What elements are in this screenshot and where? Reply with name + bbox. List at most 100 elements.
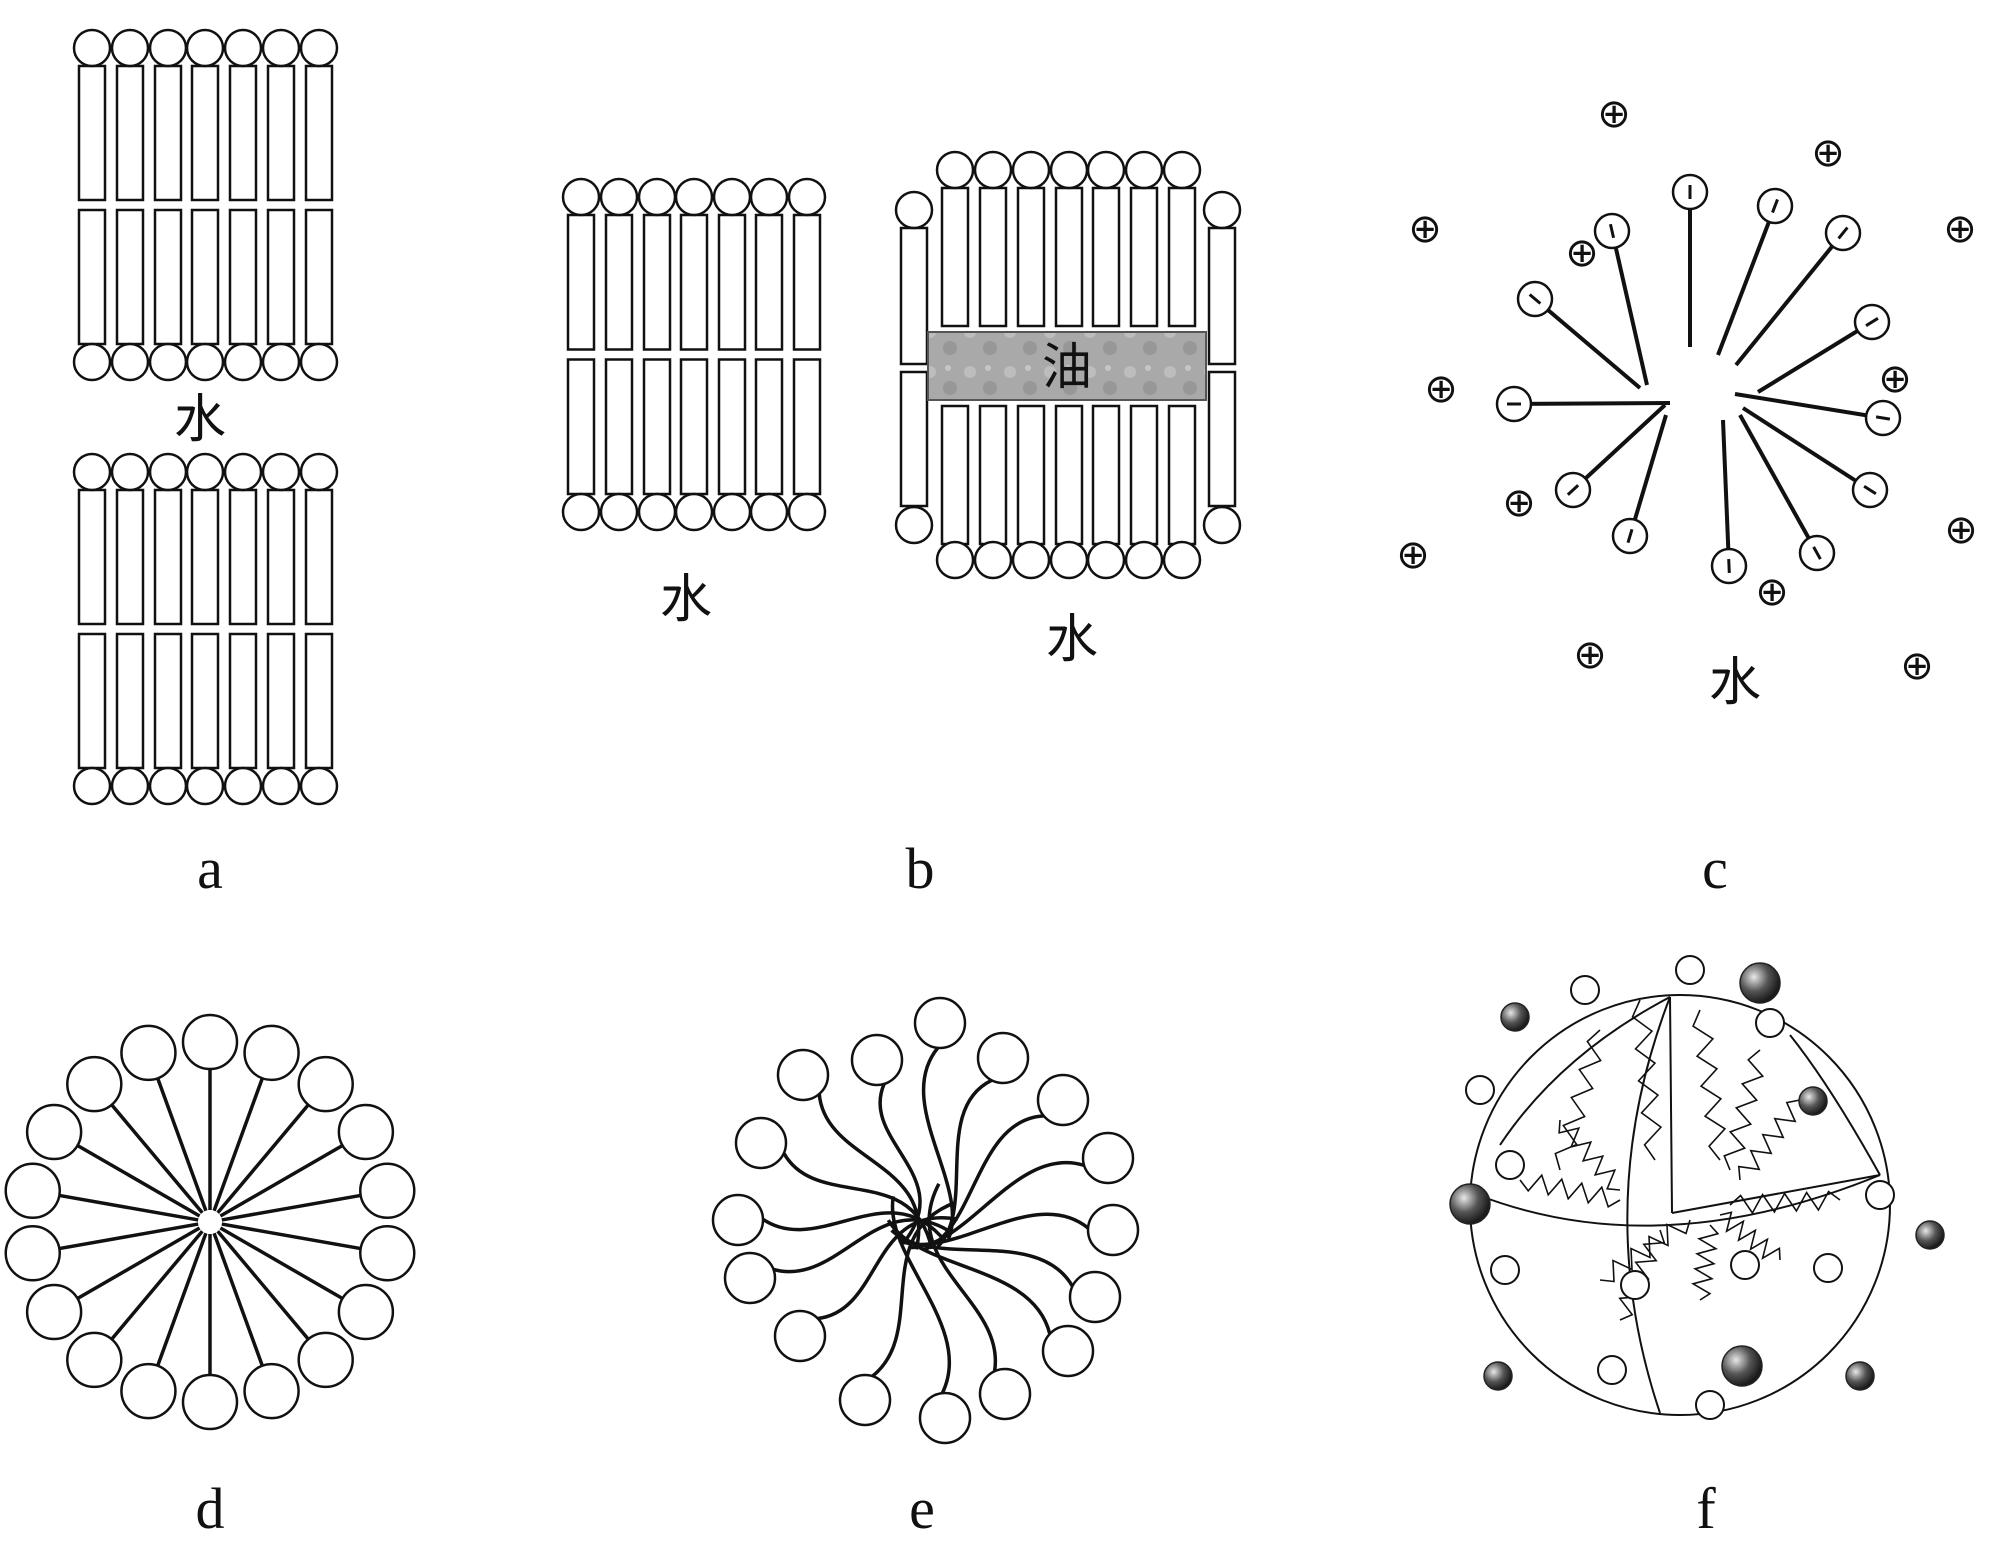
polar-head — [185, 766, 225, 806]
polar-head — [223, 342, 263, 382]
polar-head — [1755, 1008, 1785, 1038]
polar-head — [1730, 1250, 1760, 1280]
panel-a-multilamellar — [72, 28, 339, 806]
polar-head — [749, 492, 789, 532]
panel-caption-a: a — [197, 836, 223, 901]
polar-head — [1086, 150, 1126, 190]
polar-head — [561, 177, 601, 217]
hydrophobic-tail — [940, 404, 970, 546]
tail-chain — [817, 1093, 921, 1250]
polar-head — [110, 766, 150, 806]
hydrophobic-tail — [304, 632, 334, 770]
negative-charge-mark — [1875, 415, 1891, 421]
polar-head — [1865, 1180, 1895, 1210]
counterion-sphere — [1915, 1220, 1945, 1250]
hydrophobic-tail — [604, 358, 634, 496]
tail-chain — [59, 1222, 199, 1251]
tail-chain-zigzag — [1554, 1029, 1602, 1171]
hydrophobic-tail — [566, 213, 596, 351]
oil-layer — [927, 331, 1207, 401]
polar-head — [1011, 540, 1051, 580]
counterion-positive: ⊕ — [1811, 130, 1845, 176]
hydrophobic-tail — [566, 358, 596, 496]
hydrophobic-tail — [266, 632, 296, 770]
polar-head — [120, 1024, 177, 1082]
tail-chain — [1756, 320, 1874, 394]
panel-caption-e: e — [909, 1476, 935, 1541]
polar-head — [299, 766, 339, 806]
hydrophobic-tail — [717, 358, 747, 496]
polar-head — [1495, 1150, 1525, 1180]
polar-head — [243, 1024, 300, 1082]
hydrophobic-tail — [228, 64, 258, 202]
polar-head — [120, 1362, 177, 1420]
tail-chain — [59, 1193, 199, 1222]
panel-b-oil-swollen-bilayer — [894, 150, 1242, 580]
polar-head — [712, 492, 752, 532]
polar-head — [337, 1283, 395, 1341]
polar-head — [1813, 1253, 1843, 1283]
panel-caption-b: b — [906, 836, 935, 901]
hydrophobic-tail — [679, 213, 709, 351]
hydrophobic-tail — [1129, 404, 1159, 546]
tail-chain — [1533, 297, 1642, 390]
water-label-c: 水 — [1709, 653, 1761, 713]
polar-head — [773, 1309, 827, 1363]
polar-head — [4, 1162, 61, 1219]
polar-head — [838, 1373, 892, 1427]
hydrophobic-tail — [940, 186, 970, 328]
polar-head — [776, 1048, 830, 1102]
polar-head — [297, 1055, 354, 1113]
hydrophobic-tail — [153, 632, 183, 770]
polar-head — [894, 505, 934, 545]
polar-head — [1086, 540, 1126, 580]
polar-head — [185, 342, 225, 382]
hydrophobic-tail — [304, 64, 334, 202]
tail-chain — [76, 1143, 201, 1218]
polar-head — [1465, 1075, 1495, 1105]
cut-edge — [1669, 996, 1673, 1214]
hydrophobic-tail — [679, 358, 709, 496]
counterion-sphere — [1500, 1002, 1530, 1032]
polar-head — [1695, 1390, 1725, 1420]
polar-head — [1041, 1324, 1095, 1378]
tail-chain — [1721, 419, 1731, 567]
hydrophobic-tail — [642, 358, 672, 496]
counterion-sphere — [1798, 1086, 1828, 1116]
panel-f-micelle-cutaway — [1449, 955, 1945, 1420]
water-label-b-left: 水 — [660, 570, 712, 630]
hydrophobic-tail — [1016, 186, 1046, 328]
polar-head — [185, 28, 225, 68]
tail-chain — [1571, 403, 1667, 492]
hydrophobic-tail — [1167, 186, 1197, 328]
counterion-sphere — [1739, 962, 1781, 1004]
oil-label: 油 — [1042, 338, 1092, 396]
negative-charge-mark — [1528, 293, 1542, 305]
hydrophobic-tail — [604, 213, 634, 351]
polar-head — [723, 1251, 777, 1305]
negative-charge-mark — [1566, 484, 1580, 496]
hydrophobic-tail — [717, 213, 747, 351]
polar-head — [674, 177, 714, 217]
polar-head — [1124, 150, 1164, 190]
polar-head — [110, 28, 150, 68]
tail-chain-zigzag — [1719, 1211, 1781, 1261]
polar-head — [1049, 150, 1089, 190]
hydrophobic-tail — [228, 488, 258, 626]
counterion-sphere — [1483, 1361, 1513, 1391]
tail-chain — [212, 1077, 264, 1212]
hydrophobic-tail — [190, 488, 220, 626]
polar-head — [359, 1225, 416, 1282]
hydrophobic-tail — [304, 208, 334, 346]
negative-charge-mark — [1626, 528, 1634, 544]
negative-charge-mark — [1863, 484, 1877, 496]
hydrophobic-tail — [978, 186, 1008, 328]
polar-head — [935, 150, 975, 190]
polar-head — [261, 28, 301, 68]
water-label-a: 水 — [174, 390, 226, 450]
polar-head — [850, 1033, 904, 1087]
tail-chain — [910, 1161, 1085, 1250]
hydrophobic-tail — [1054, 404, 1084, 546]
counterion-positive: ⊕ — [1424, 366, 1458, 412]
hydrophobic-tail — [266, 488, 296, 626]
